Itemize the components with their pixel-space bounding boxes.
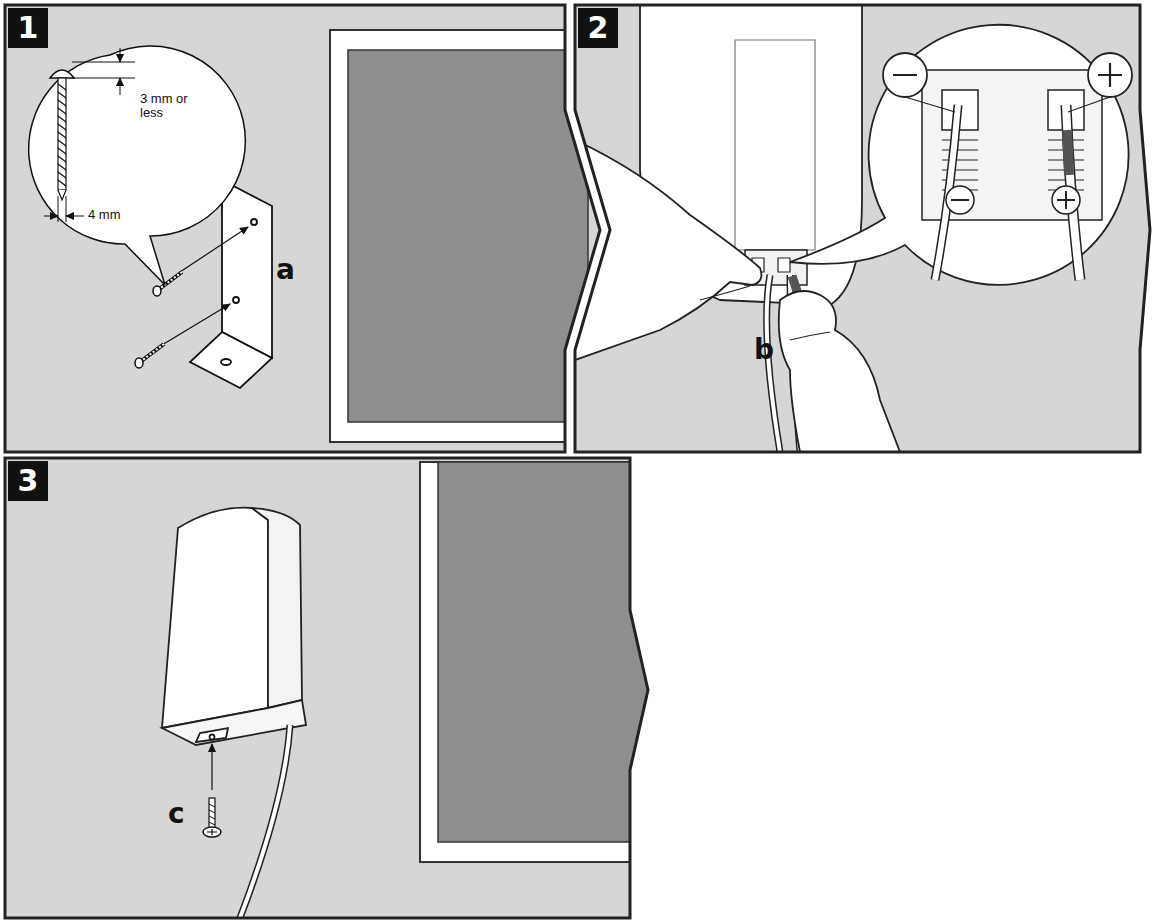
step-panel-3 — [5, 458, 658, 918]
mounting-screw — [203, 744, 221, 837]
polarity-markers — [883, 53, 1132, 112]
terminal-zoom-callout — [790, 25, 1129, 285]
screw-spec-callout — [29, 46, 246, 285]
dimension-label: 3 mm or less — [140, 92, 196, 119]
step-number: 3 — [8, 461, 48, 501]
tv-screen — [348, 50, 588, 422]
dimension-label: 4 mm — [88, 208, 148, 222]
mounted-speaker — [162, 508, 306, 745]
step-number: 2 — [578, 8, 618, 48]
step-panel-2 — [575, 0, 1150, 452]
part-letter: c — [168, 800, 198, 828]
tv-screen — [438, 462, 658, 842]
speaker-label-plate — [735, 40, 815, 250]
right-hand — [779, 291, 900, 452]
speaker-cable — [240, 725, 290, 918]
step-badge — [578, 8, 618, 48]
step-badge — [8, 8, 48, 48]
part-letter: b — [754, 336, 784, 364]
step-panel-1 — [5, 5, 600, 452]
part-letter: a — [276, 256, 306, 284]
step-number: 1 — [8, 8, 48, 48]
step-badge — [8, 461, 48, 501]
